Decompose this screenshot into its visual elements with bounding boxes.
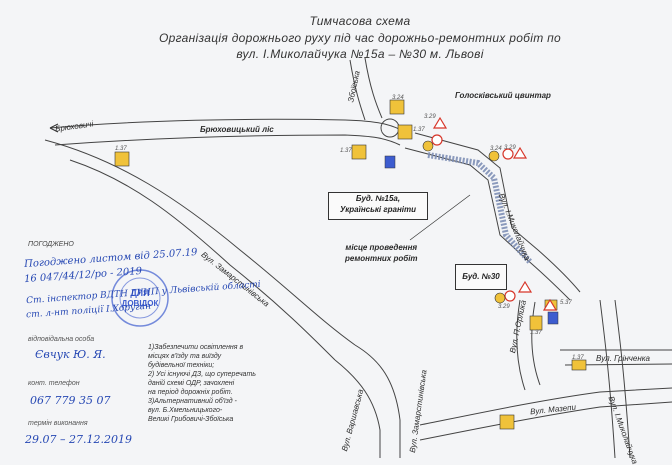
scheme-title: Тимчасова схема xyxy=(309,14,411,28)
prohibition-sign xyxy=(431,134,443,146)
responsible-label: відповідальна особа xyxy=(28,336,95,343)
stamp-text-2: ДОВІДОК xyxy=(122,299,159,308)
sign-code: 3.29 xyxy=(504,145,516,151)
road-mykolaichuka-east xyxy=(414,132,581,293)
prohibition-sign xyxy=(502,148,514,160)
scheme-address: вул. І.Миколайчука №15а – №30 м. Львові xyxy=(236,47,484,61)
sign-yellow xyxy=(389,99,405,115)
road-mykolaichuka-south xyxy=(599,299,631,458)
road-zamarstynivska-south-a xyxy=(354,344,401,458)
phone-label: конт. телефон xyxy=(28,380,80,387)
arrow-breukhovychi xyxy=(49,123,59,133)
direction-sign xyxy=(547,311,559,325)
building-30-box: Буд. №30 xyxy=(455,264,507,290)
term-value: 29.07 – 27.12.2019 xyxy=(25,433,132,446)
road-zamarstynivska-upper xyxy=(44,139,356,346)
warning-triangle xyxy=(517,280,533,293)
warning-triangle xyxy=(432,116,448,129)
label-holoskivskyi-cemetery: Голосківський цвинтар xyxy=(455,91,551,100)
note-1b: місцях в'їзду та виїзду xyxy=(148,353,222,360)
responsible-value: Євчук Ю. Я. xyxy=(35,348,106,361)
sign-code: 1.37 xyxy=(530,330,542,336)
sign-code: 1.37 xyxy=(572,355,584,361)
sign-yellow xyxy=(529,315,543,331)
speed-sign xyxy=(488,150,500,162)
sign-code: 1.37 xyxy=(340,148,352,154)
note-2b: даній схемі ОДР, зачохлені xyxy=(148,380,235,387)
road-zboryska-a xyxy=(349,59,366,121)
sign-yellow xyxy=(571,359,587,371)
sign-code: 3.29 xyxy=(424,114,436,120)
official-stamp-inner xyxy=(119,277,161,319)
note-2a: 2) Усі існуючі ДЗ, що суперечать xyxy=(148,371,256,378)
work-place-line2: ремонтних робіт xyxy=(345,254,418,263)
note-3b: вул. Б.Хмельницького- xyxy=(148,407,223,414)
road-mazepy-a xyxy=(419,387,672,426)
road-orlyka-a xyxy=(516,299,526,391)
phone-value: 067 779 35 07 xyxy=(30,394,111,407)
work-place-line1: місце проведення xyxy=(345,243,418,252)
approval-heading: ПОГОДЖЕНО xyxy=(28,241,74,248)
sign-yellow xyxy=(114,151,130,167)
pointer-work-zone xyxy=(409,194,471,241)
note-3a: 3)Альтернативний об'їзд - xyxy=(148,398,237,405)
road-north-a xyxy=(49,118,411,136)
building-15a-line1: Буд. №15а, xyxy=(355,194,401,203)
sign-yellow xyxy=(499,414,515,430)
sign-code: 3.24 xyxy=(392,95,404,101)
speed-sign xyxy=(422,140,434,152)
label-grinchenka: Вул. Грінченка xyxy=(596,354,650,363)
work-place-label: місце проведення ремонтних робіт xyxy=(345,242,418,264)
work-zone xyxy=(427,152,533,264)
note-3c: Великі Грибовичі-Збоїська xyxy=(148,416,234,423)
sign-code: 3.29 xyxy=(498,304,510,310)
road-north-b xyxy=(54,134,401,146)
sign-code: 1.37 xyxy=(413,127,425,133)
note-1a: 1)Забезпечити освітлення в xyxy=(148,344,244,351)
official-stamp xyxy=(111,269,169,327)
notes-block: 1)Забезпечити освітлення в місцях в'їзду… xyxy=(148,343,256,424)
road-zamarstynivska-south-b xyxy=(334,359,381,458)
road-zamarstynivska-lower xyxy=(69,159,336,361)
note-1c: будівельної техніки; xyxy=(148,362,215,369)
sign-code: 3.24 xyxy=(490,146,502,152)
scheme-subtitle: Організація дорожнього руху під час доро… xyxy=(158,31,562,45)
note-2c: на період дорожніх робіт. xyxy=(148,389,233,396)
building-15a-box: Буд. №15а, Українські граніти xyxy=(328,192,428,220)
road-mykolaichuka-west xyxy=(404,147,571,301)
road-orlyka-b xyxy=(531,301,541,386)
label-forest: Брюховицький ліс xyxy=(200,125,274,134)
warning-triangle xyxy=(542,298,558,311)
stamp-text-1: ДЛЯ xyxy=(130,288,149,298)
prohibition-sign xyxy=(504,290,516,302)
sign-yellow xyxy=(397,124,413,140)
speed-sign xyxy=(494,292,506,304)
term-label: термін виконання xyxy=(28,420,88,427)
warning-triangle xyxy=(512,146,528,159)
building-15a-line2: Українські граніти xyxy=(339,205,417,214)
sign-code: 1.37 xyxy=(115,146,127,152)
direction-sign xyxy=(384,155,396,169)
sign-code: 5.37 xyxy=(560,300,572,306)
road-zboryska-b xyxy=(364,57,383,119)
sign-yellow xyxy=(351,144,367,160)
